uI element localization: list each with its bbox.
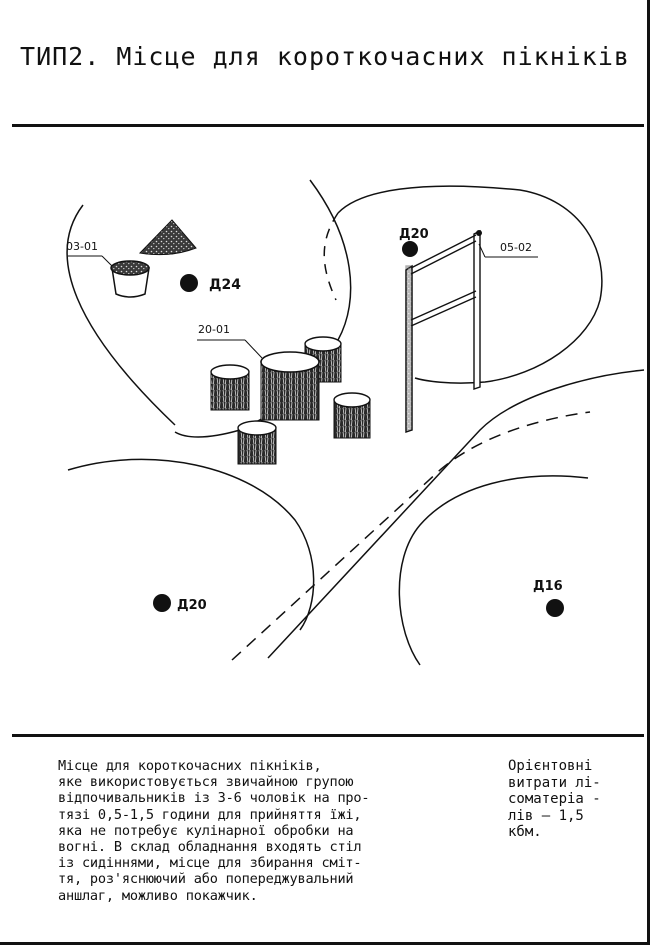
label-stumps: 20-01 [198, 323, 230, 336]
crown-arc-bottom-right [398, 475, 589, 666]
sign-leader-tick [478, 243, 486, 258]
crown-arc-bottom-left [67, 458, 315, 631]
bin-leader-tick [101, 255, 113, 267]
stump-seat-left [210, 364, 250, 411]
label-d24: Д24 [209, 277, 241, 293]
stump-seat-front [237, 420, 277, 465]
label-sign: 05-02 [500, 241, 532, 254]
label-d20-top: Д20 [399, 227, 429, 242]
path-edge-upper [267, 369, 645, 659]
info-sign-frame [405, 229, 481, 433]
stumps-leader-tick [244, 339, 263, 359]
path-edge-lower-dashed [231, 411, 591, 661]
label-d16: Д16 [533, 579, 563, 594]
tree-d16-marker [546, 599, 564, 617]
crown-arc-left [66, 204, 176, 426]
page-title: ТИП2. Місце для короткочасних пікніків [20, 42, 630, 71]
waste-bin [110, 260, 150, 298]
tree-d20-bottom-marker [153, 594, 171, 612]
text-divider [12, 734, 644, 737]
crown-dashed-arc [323, 212, 339, 301]
refuse-pile [138, 219, 197, 256]
tree-d24-marker [180, 274, 198, 292]
description-text: Місце для короткочасних пікніків, яке ви… [58, 758, 370, 904]
tree-d20-top-marker [402, 241, 418, 257]
stump-table [260, 351, 320, 421]
material-cost-note: Орієнтовні витрати лі- соматеріа - лів –… [508, 758, 601, 840]
sign-post-cap [476, 230, 482, 236]
label-bin: 03-01 [66, 240, 98, 253]
crown-arc-right [337, 185, 603, 384]
site-plan: 03-01 Д24 Д20 Д20 Д16 05-02 20-01 [66, 179, 645, 666]
stump-seat-right [333, 392, 371, 439]
title-divider [12, 124, 644, 127]
label-d20-bottom: Д20 [177, 598, 207, 613]
